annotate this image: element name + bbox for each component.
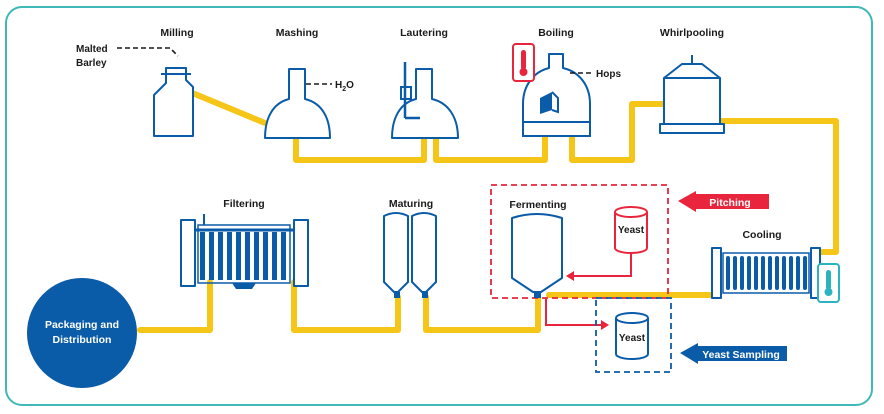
process-pipes (137, 89, 839, 333)
water-label: H2O (335, 80, 354, 93)
boil-kettle (522, 53, 591, 137)
maturing-label: Maturing (389, 198, 433, 210)
yeast-pitch-tank (614, 206, 648, 254)
packaging-label-line2: Distribution (53, 334, 112, 346)
filtering-label: Filtering (223, 198, 264, 210)
whirlpool-tank (659, 55, 725, 134)
malted-barley-leader (117, 47, 179, 57)
yeast-sample-flow (545, 298, 601, 326)
yeast-sample-arrowhead (601, 320, 609, 330)
whirlpooling-label: Whirlpooling (660, 27, 724, 39)
yeast-sample-tank (615, 312, 649, 360)
malted-barley-label-line1: Malted (76, 44, 108, 55)
yeast-pitch-label: Yeast (618, 225, 645, 236)
yeast-sample-label: Yeast (619, 333, 646, 344)
mash-tun (264, 68, 331, 139)
mashing-label: Mashing (276, 27, 319, 39)
fermenter (511, 213, 563, 298)
lautering-label: Lautering (400, 27, 448, 39)
yeast-pitch-arrowhead (566, 271, 574, 281)
pitching-zone-box (490, 184, 669, 299)
hops-label: Hops (596, 69, 621, 80)
yeast-pitch-flow (572, 253, 632, 277)
pitching-callout: Pitching (678, 191, 769, 212)
filter-press (180, 214, 309, 289)
fermenting-label: Fermenting (509, 199, 566, 211)
thermometer-hot-icon (512, 43, 535, 82)
yeast-sampling-callout: Yeast Sampling (680, 343, 787, 364)
sampling-zone-box (595, 297, 672, 373)
boiling-label: Boiling (538, 27, 574, 39)
lauter-tun (391, 62, 459, 139)
pitching-label: Pitching (709, 197, 750, 209)
packaging-label-line1: Packaging and (45, 319, 119, 331)
milling-label: Milling (160, 27, 193, 39)
maturing-tanks (383, 212, 437, 298)
yeast-sampling-label: Yeast Sampling (702, 349, 780, 361)
malted-barley-label-line2: Barley (76, 58, 107, 69)
cooling-label: Cooling (742, 229, 781, 241)
packaging-distribution-node (27, 278, 137, 388)
mill-hopper (153, 67, 194, 137)
thermometer-cold-icon (817, 263, 840, 303)
